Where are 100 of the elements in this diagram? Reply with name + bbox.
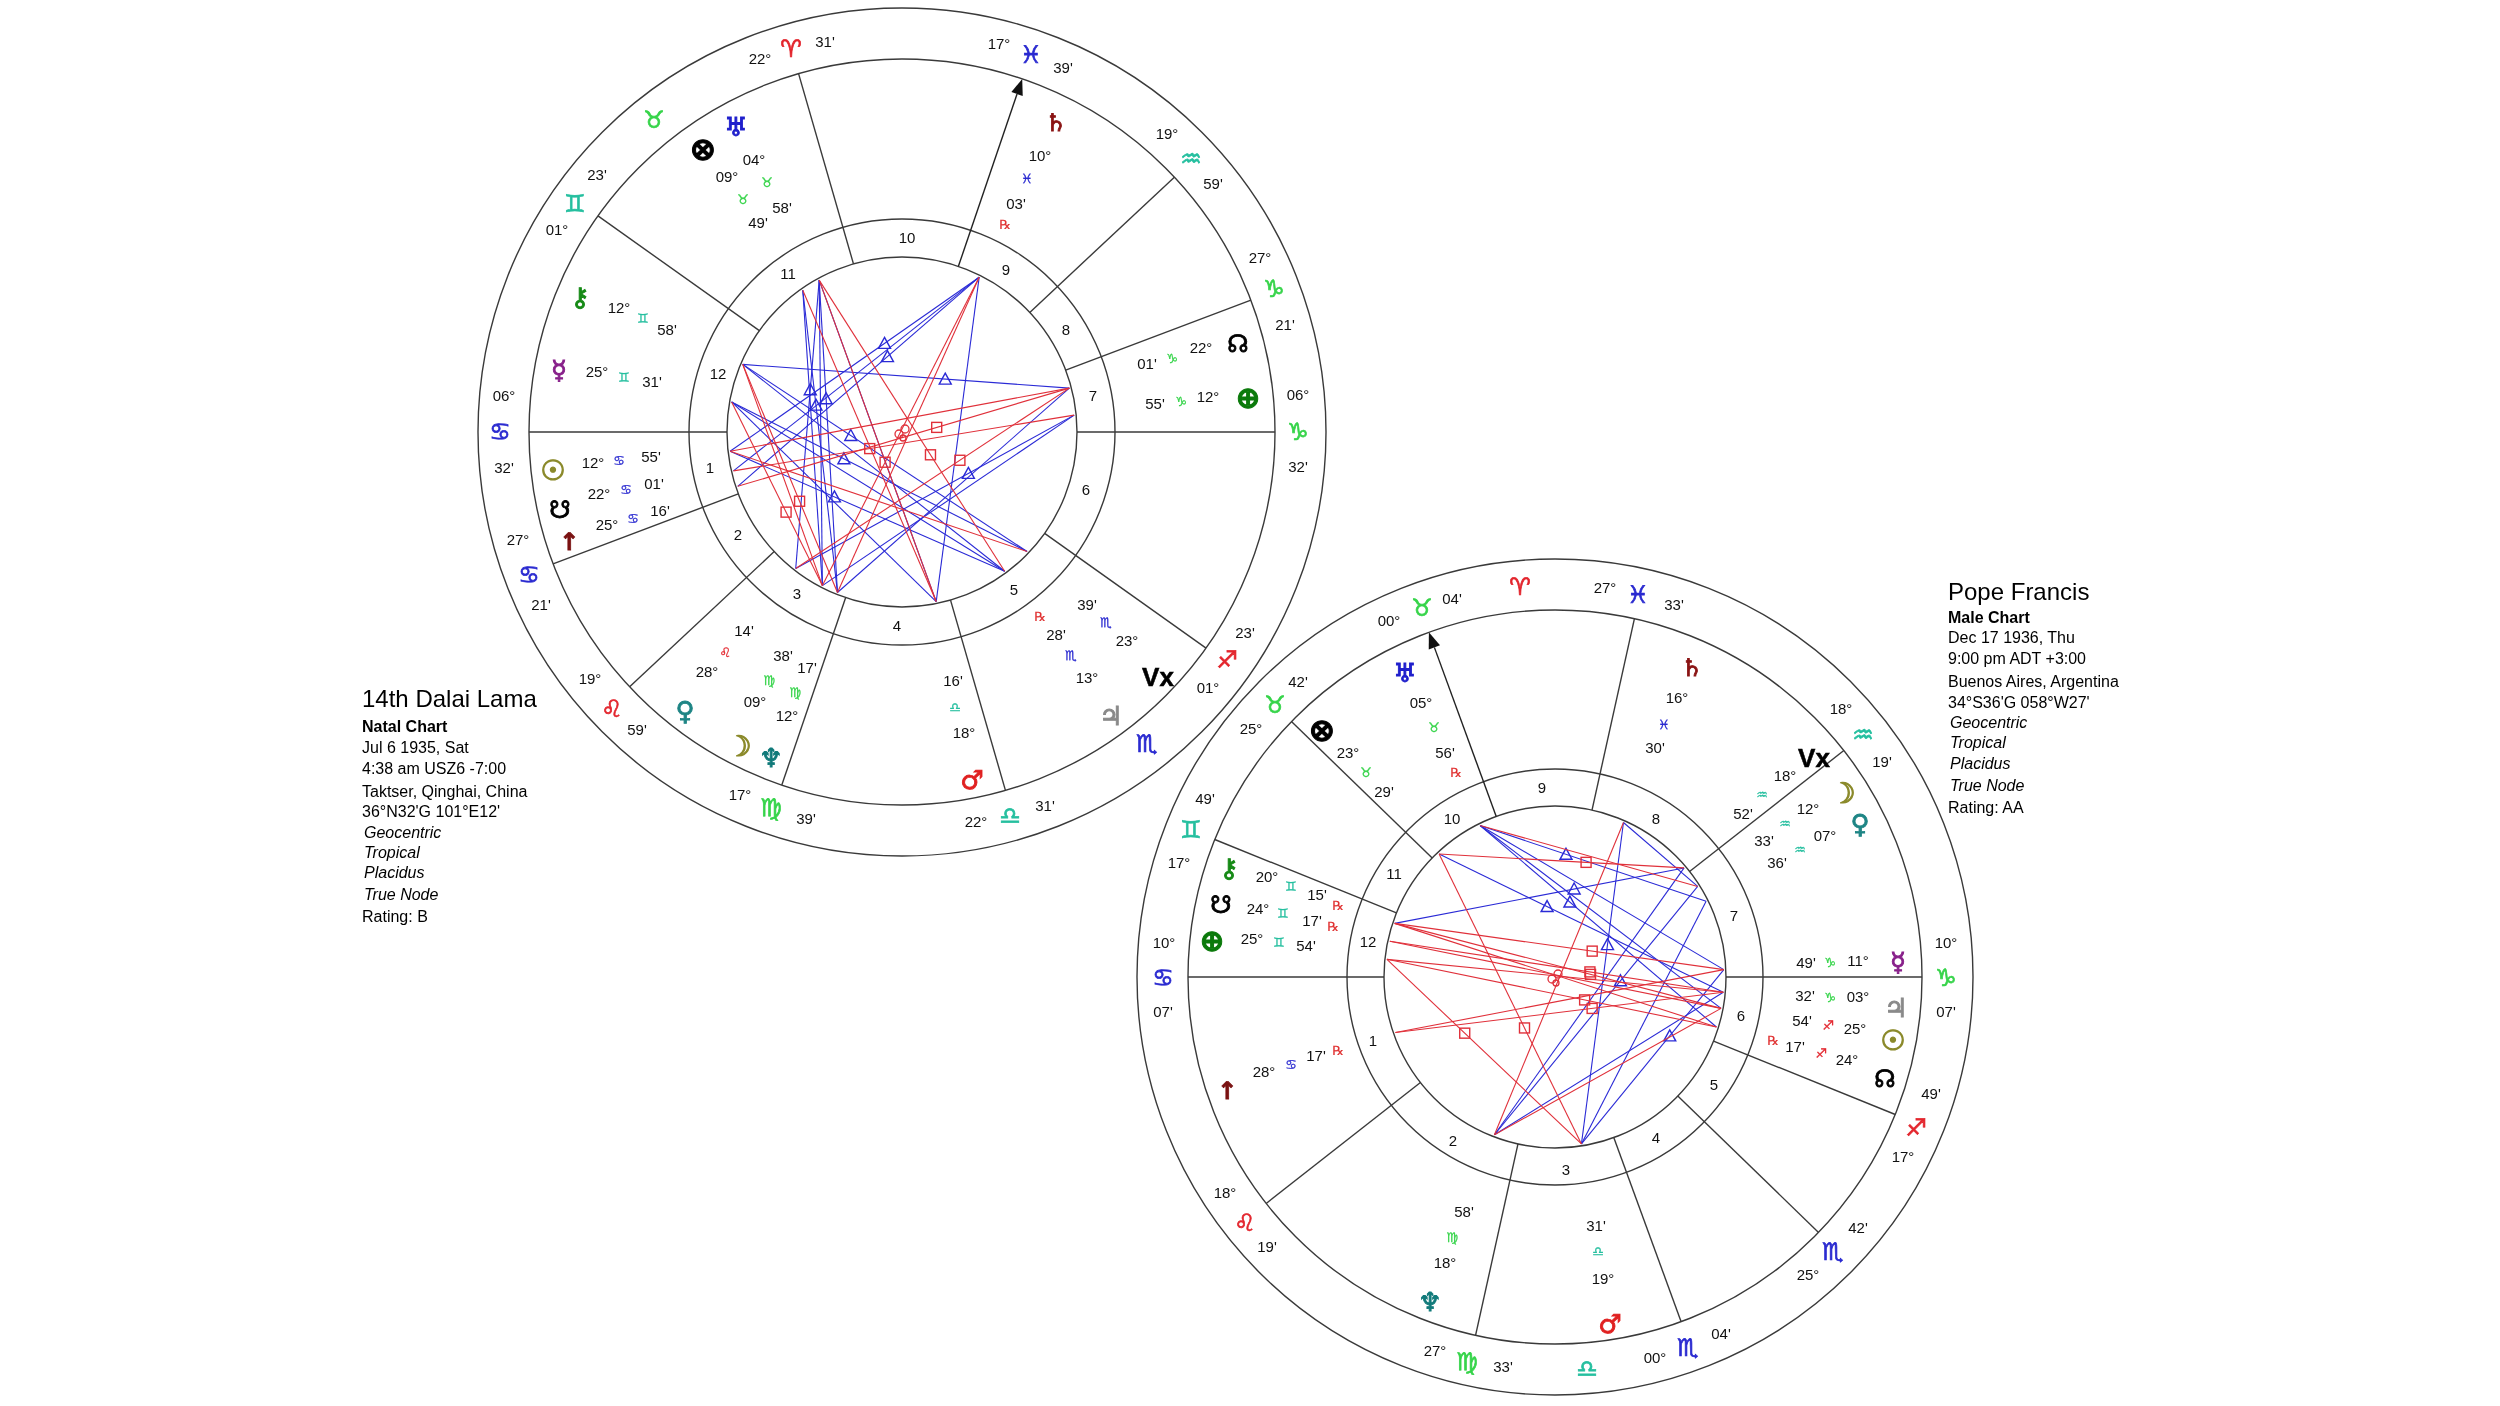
degree-value: 25° (1239, 720, 1263, 736)
house-number: 8 (1651, 810, 1661, 826)
degree-value: 18° (1213, 1184, 1237, 1200)
chart-setting: Tropical (1950, 735, 2006, 751)
zodiac-sign: ♏ (1100, 615, 1112, 629)
degree-value: 13° (1075, 669, 1099, 685)
degree-value: 19° (1591, 1270, 1615, 1286)
minute-value: 33' (1664, 596, 1684, 612)
zodiac-sign: ♐ (1905, 1116, 1927, 1140)
zodiac-sign: ♉ (1264, 693, 1286, 717)
zodiac-sign: ♒ (1794, 842, 1806, 856)
minute-value: 19' (1872, 753, 1892, 769)
zodiac-sign: ♓ (1021, 171, 1033, 185)
degree-value: 22° (1189, 339, 1213, 355)
planet-symbol: ♃ (1884, 995, 1908, 1021)
zodiac-sign: ♍ (763, 673, 775, 687)
zodiac-sign: ♑ (1935, 966, 1957, 990)
degree-value: 04° (742, 151, 766, 167)
minute-value: 15' (1307, 886, 1327, 902)
degree-value: 11° (1847, 952, 1869, 968)
zodiac-sign: ♒ (1180, 147, 1202, 171)
house-number: 7 (1729, 907, 1739, 923)
zodiac-sign: ♏ (1065, 648, 1077, 662)
minute-value: 16' (943, 672, 963, 688)
house-number: 12 (709, 365, 727, 381)
minute-value: 56' (1435, 744, 1455, 760)
planet-symbol: ♄ (1681, 656, 1703, 680)
degree-value: 24° (1246, 900, 1270, 916)
minute-value: 32' (1795, 987, 1815, 1003)
house-number: 5 (1009, 581, 1019, 597)
minute-value: 17' (1302, 912, 1322, 928)
minute-value: 52' (1733, 805, 1753, 821)
zodiac-sign: ♑ (1824, 990, 1836, 1004)
degree-value: 25° (1796, 1266, 1820, 1282)
house-number: 10 (1443, 810, 1461, 826)
zodiac-sign: ♏ (1822, 1240, 1844, 1264)
degree-value: 01° (1196, 679, 1220, 695)
minute-value: 33' (1493, 1358, 1513, 1374)
zodiac-sign: ♉ (737, 192, 749, 206)
degree-value: 05° (1409, 694, 1433, 710)
point-symbol: ⊕ (1199, 926, 1225, 956)
point-symbol: ↑ (1216, 1079, 1238, 1103)
zodiac-sign: ♍ (789, 685, 801, 699)
zodiac-sign: ♉ (1428, 720, 1440, 734)
degree-value: 03° (1846, 988, 1870, 1004)
house-number: 7 (1088, 387, 1098, 403)
minute-value: 07' (1936, 1003, 1956, 1019)
minute-value: 39' (1077, 596, 1097, 612)
planet-symbol: ☽ (1830, 780, 1856, 808)
zodiac-sign: ♓ (1658, 717, 1670, 731)
zodiac-sign: ♉ (643, 108, 665, 132)
minute-value: 58' (657, 321, 677, 337)
retrograde-mark: ℞ (1450, 765, 1462, 779)
minute-value: 01' (644, 475, 664, 491)
degree-value: 28° (695, 663, 719, 679)
minute-value: 30' (1645, 739, 1665, 755)
chart-setting: Placidus (364, 865, 425, 881)
point-symbol: ⊕ (1235, 383, 1261, 413)
zodiac-sign: ♍ (760, 796, 782, 820)
minute-value: 42' (1848, 1219, 1868, 1235)
minute-value: 49' (1796, 954, 1816, 970)
zodiac-sign: ♋ (1152, 966, 1174, 990)
minute-value: 29' (1374, 783, 1394, 799)
zodiac-sign: ♑ (1287, 420, 1309, 444)
planet-symbol: ⚷ (1219, 855, 1239, 881)
zodiac-sign: ♍ (1456, 1350, 1478, 1374)
chart-setting: Tropical (364, 845, 420, 861)
minute-value: 17' (797, 659, 817, 675)
house-number: 4 (892, 617, 902, 633)
degree-value: 18° (1829, 700, 1853, 716)
chart-setting: True Node (1950, 778, 2025, 794)
point-symbol: Vx (1142, 664, 1174, 690)
retrograde-mark: ℞ (1327, 919, 1339, 933)
zodiac-sign: ♐ (1216, 648, 1238, 672)
chart-setting: True Node (364, 887, 439, 903)
minute-value: 38' (773, 647, 793, 663)
house-number: 9 (1537, 779, 1547, 795)
planet-symbol: ♂ (1598, 1311, 1622, 1337)
minute-value: 21' (1275, 316, 1295, 332)
minute-value: 01' (1137, 355, 1157, 371)
chart-detail: Rating: AA (1948, 800, 2024, 816)
planet-symbol: ☿ (1890, 949, 1906, 975)
chart-detail: 34°S36'G 058°W27' (1948, 695, 2090, 711)
zodiac-sign: ♊ (1277, 906, 1289, 920)
minute-value: 23' (1235, 624, 1255, 640)
node-symbol: ☊ (1874, 1067, 1896, 1091)
zodiac-sign: ♌ (601, 697, 623, 721)
chart-detail: 9:00 pm ADT +3:00 (1948, 651, 2086, 667)
zodiac-sign: ♍ (1446, 1230, 1458, 1244)
planet-symbol: ♃ (1099, 703, 1123, 729)
degree-value: 12° (581, 454, 605, 470)
minute-value: 14' (734, 622, 754, 638)
degree-value: 00° (1377, 612, 1401, 628)
house-number: 1 (705, 459, 715, 475)
chart-detail: 4:38 am USZ6 -7:00 (362, 761, 507, 777)
minute-value: 17' (1785, 1038, 1805, 1054)
degree-value: 17° (728, 786, 752, 802)
zodiac-sign: ♏ (1677, 1336, 1699, 1360)
minute-value: 42' (1288, 673, 1308, 689)
planet-symbol: ♀ (1850, 811, 1870, 837)
